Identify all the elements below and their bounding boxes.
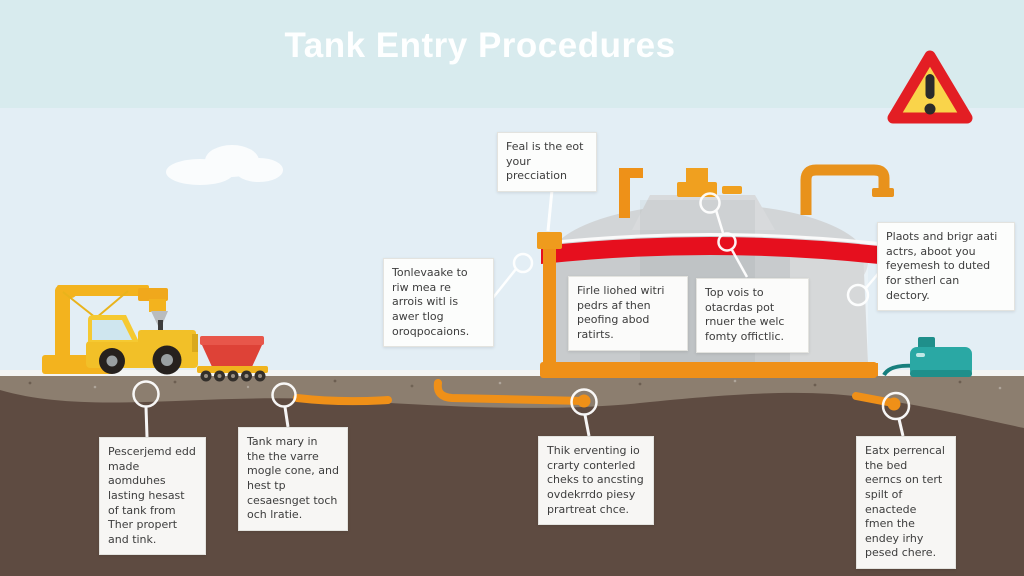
warning-triangle-icon <box>887 50 973 124</box>
top-vent-stub <box>722 186 742 194</box>
pipe-endpoint <box>887 397 901 411</box>
gravel-speckles <box>28 379 1002 390</box>
callout-ground-right: Eatx perrencal the bed eerncs on tert sp… <box>856 436 956 569</box>
marker-ring <box>512 252 534 274</box>
callout-vent: Top vois to otacrdas pot rnuer the welc … <box>696 278 809 353</box>
callout-connectors <box>132 189 911 438</box>
callout-manway: Firle liohed witri pedrs af then peofing… <box>568 276 688 351</box>
callout-ground-mid-left: Tank mary in the the varre mogle cone, a… <box>238 427 348 531</box>
loader-truck <box>86 315 198 375</box>
marker-ring <box>717 232 737 252</box>
callout-right-side: Plaots and brigr aati actrs, aboot you f… <box>877 222 1015 312</box>
marker-ring <box>132 380 160 408</box>
crane-gantry <box>42 285 168 374</box>
generator-unit <box>861 337 972 377</box>
callout-top-cap: Feal is the eot your precciation <box>497 132 597 192</box>
hopper-trailer <box>197 336 268 382</box>
callout-ground-left: Pescerjemd edd made aomduhes lasting hes… <box>99 437 206 556</box>
callout-left-pipe: Tonlevaake to riw mea re arrois witl is … <box>383 258 494 348</box>
pipe-endpoint <box>577 394 591 408</box>
cloud-icon <box>166 145 283 185</box>
tank-base <box>540 362 877 378</box>
tank-top-platform <box>632 195 775 230</box>
left-pipe-cap <box>537 232 562 249</box>
exhaust-pipe <box>158 320 163 332</box>
callout-ground-center: Thik erventing io crarty conterled cheks… <box>538 436 654 526</box>
marker-ring <box>881 391 911 421</box>
tank-pipes <box>537 164 894 375</box>
tank-red-band <box>541 237 879 264</box>
hose-fitting <box>861 363 878 376</box>
marker-ring <box>570 388 598 416</box>
marker-ring <box>271 382 297 408</box>
ground-surface <box>0 370 1024 376</box>
header-band <box>0 0 1024 108</box>
cab-window <box>92 320 132 340</box>
page-title: Tank Entry Procedures <box>284 26 676 65</box>
left-fill-pipe <box>543 240 556 375</box>
right-vent-pipe <box>800 164 890 215</box>
underground-pipes <box>293 379 897 407</box>
marker-ring <box>699 192 721 214</box>
top-left-pipe <box>619 168 630 218</box>
marker-ring <box>846 283 870 307</box>
